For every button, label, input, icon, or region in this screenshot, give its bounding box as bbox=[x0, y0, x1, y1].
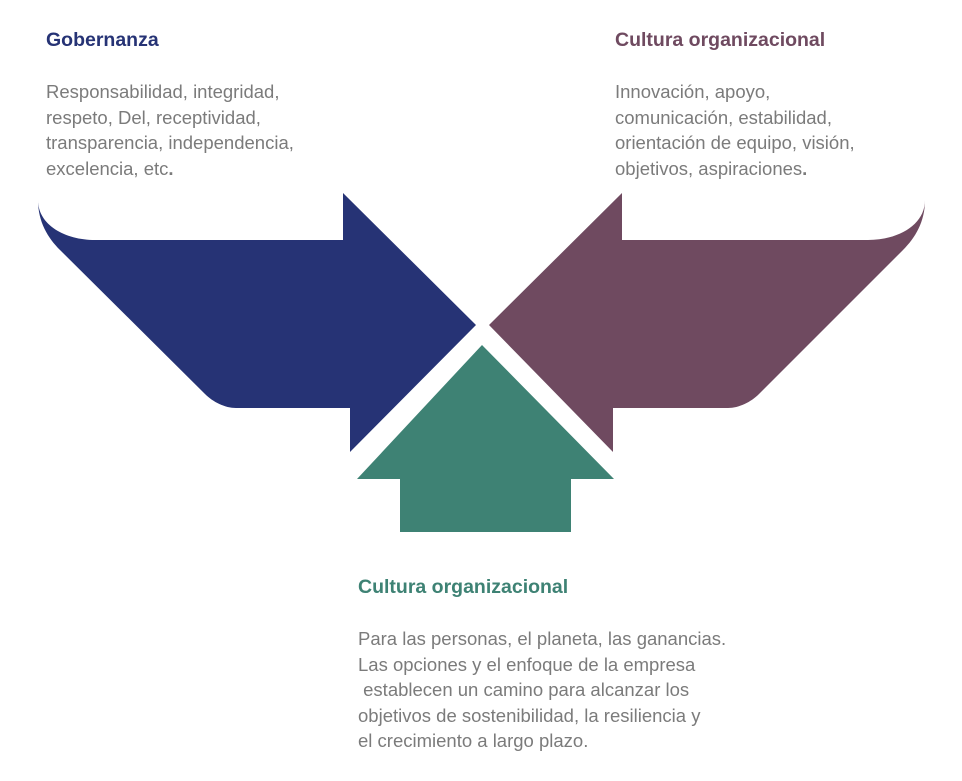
governance-end-mark: . bbox=[168, 157, 174, 179]
governance-line: Responsabilidad, integridad, bbox=[46, 81, 280, 102]
culture-right-end-mark: . bbox=[802, 157, 808, 179]
culture-bottom-block: Cultura organizacional Para las personas… bbox=[358, 575, 726, 754]
culture-bottom-line: Para las personas, el planeta, las ganan… bbox=[358, 628, 727, 649]
culture-bottom-description: Para las personas, el planeta, las ganan… bbox=[358, 626, 726, 754]
governance-title: Gobernanza bbox=[46, 29, 159, 51]
governance-arrow bbox=[38, 193, 476, 452]
culture-right-line-last: objetivos, aspiraciones. bbox=[615, 156, 855, 182]
governance-line: respeto, Del, receptividad, bbox=[46, 106, 261, 128]
culture-bottom-line: objetivos de sostenibilidad, la resilien… bbox=[358, 704, 701, 726]
governance-block: Gobernanza Responsabilidad, integridad, … bbox=[46, 28, 294, 181]
culture-right-line-text: objetivos, aspiraciones bbox=[615, 157, 803, 179]
culture-bottom-arrow bbox=[357, 345, 614, 532]
culture-bottom-title: Cultura organizacional bbox=[358, 576, 569, 598]
culture-right-line: Innovación, apoyo, bbox=[615, 81, 771, 102]
culture-right-title: Cultura organizacional bbox=[615, 29, 826, 51]
governance-description: Responsabilidad, integridad, respeto, De… bbox=[46, 79, 294, 181]
culture-right-line: comunicación, estabilidad, bbox=[615, 106, 832, 128]
culture-bottom-line: el crecimiento a largo plazo. bbox=[358, 730, 589, 751]
culture-right-line: orientación de equipo, visión, bbox=[615, 132, 855, 153]
governance-line: transparencia, independencia, bbox=[46, 132, 294, 153]
culture-right-arrow bbox=[489, 193, 925, 452]
culture-bottom-line: establecen un camino para alcanzar los bbox=[358, 679, 690, 700]
culture-right-description: Innovación, apoyo, comunicación, estabil… bbox=[615, 79, 855, 181]
culture-bottom-line: Las opciones y el enfoque de la empresa bbox=[358, 653, 696, 675]
governance-line-last: excelencia, etc. bbox=[46, 156, 294, 182]
governance-line-text: excelencia, etc bbox=[46, 157, 169, 179]
culture-right-block: Cultura organizacional Innovación, apoyo… bbox=[615, 28, 855, 181]
